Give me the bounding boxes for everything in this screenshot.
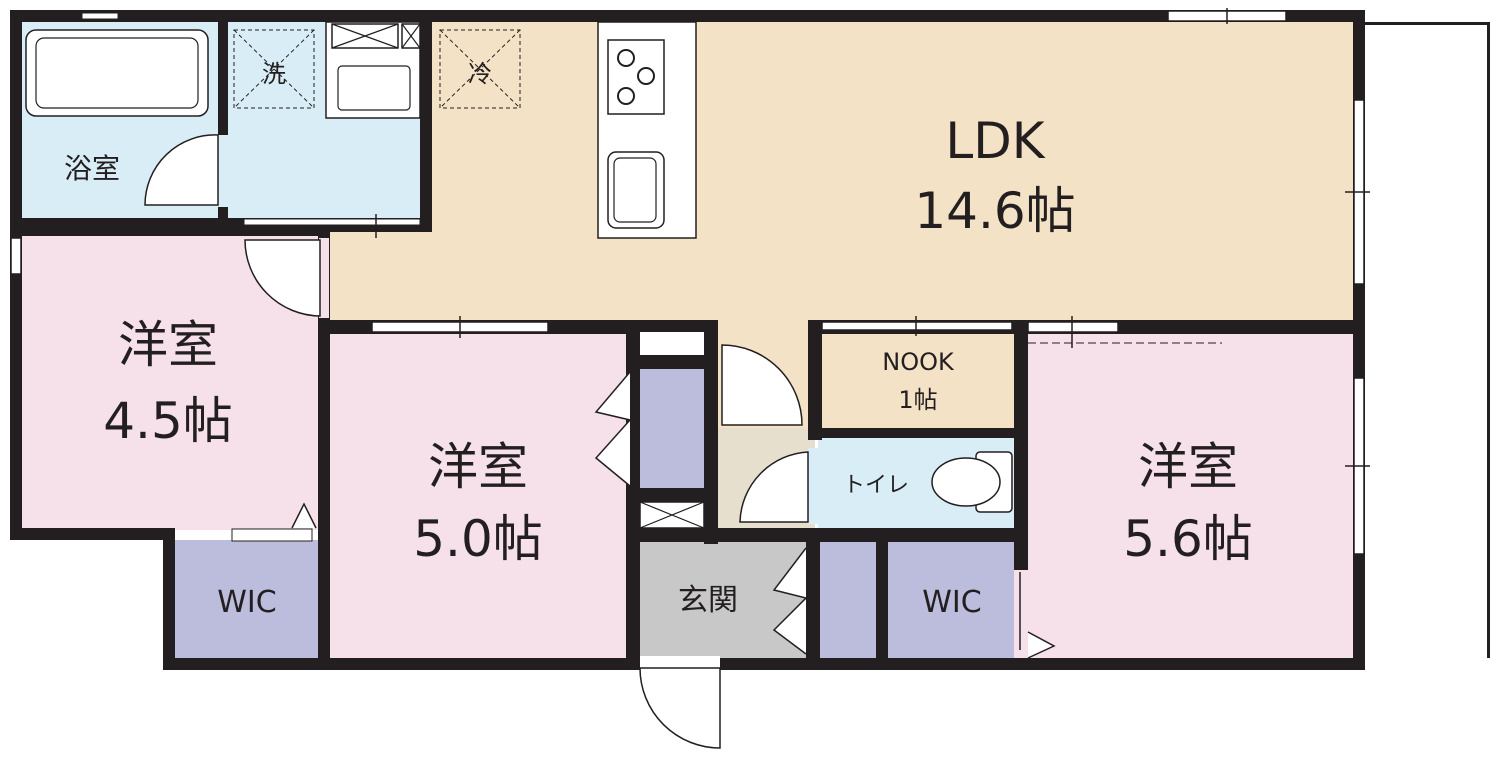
opening-wic-left: [231, 528, 313, 542]
room-c-name: 洋室: [1138, 438, 1238, 496]
room-a-size: 4.5帖: [103, 392, 233, 450]
bathtub-inner: [35, 37, 199, 109]
shelf-box-2-x2: [401, 23, 421, 49]
window-top-bath: [81, 12, 119, 20]
room-c-area: [1025, 332, 1357, 658]
opening-room-a-door: [319, 238, 329, 318]
room-a-name: 洋室: [118, 316, 218, 374]
wall-top: [10, 10, 1365, 22]
wall-bottom: [163, 658, 1365, 670]
door-room-c-fold: [1027, 631, 1056, 659]
kitchen-sink: [607, 151, 665, 229]
wall-bottom-left: [10, 528, 175, 540]
wall-nook-left: [808, 320, 822, 440]
balcony-edge-right: [1487, 22, 1490, 658]
burner-3: [617, 87, 635, 105]
opening-room-c-door: [1014, 570, 1028, 658]
ldk-name: LDK: [945, 112, 1045, 170]
fridge-cross-1: [439, 29, 521, 109]
fridge-label: 冷: [468, 60, 492, 88]
wic-left-area: [175, 540, 323, 658]
door-room-c-sliding: [1027, 321, 1119, 333]
washer-cross-1: [233, 29, 315, 109]
balcony-area: [1362, 22, 1490, 658]
door-wash-sliding: [243, 218, 421, 226]
window-room-a-left: [10, 237, 22, 275]
wall-genkan-closet: [806, 540, 820, 670]
balcony-edge-top: [1362, 22, 1490, 25]
nook-name: NOOK: [882, 348, 955, 376]
wall-left-upper: [10, 10, 22, 540]
nook-area: [818, 330, 1016, 430]
door-room-a-swing: [244, 239, 321, 317]
closet-genkan-area: [818, 540, 878, 658]
fridge-space: [439, 29, 521, 109]
wall-bath-divider: [218, 22, 228, 218]
toilet-bowl: [931, 457, 1001, 507]
room-b-size: 5.0帖: [413, 510, 543, 568]
door-genkan-closet-fold: [772, 547, 808, 655]
wall-closet-top: [626, 355, 716, 369]
wic-right-name: WIC: [922, 585, 981, 620]
opening-toilet-door: [808, 448, 822, 524]
genkan-name: 玄関: [678, 583, 738, 618]
wic-right-area: [888, 540, 1018, 658]
door-wic-left-fold: [291, 502, 317, 529]
fridge-cross-2: [439, 29, 521, 109]
labels: LDK 14.6帖 洋室 4.5帖 洋室 5.0帖 洋室 5.6帖 NOOK 1…: [64, 60, 1253, 620]
washer-space: [233, 29, 315, 109]
washer-label: 洗: [262, 60, 286, 88]
door-entrance-swing: [639, 667, 721, 749]
closet-b-shelf-x2: [639, 501, 705, 529]
nook-size: 1帖: [898, 386, 937, 414]
room-fills: [20, 20, 1490, 658]
room-b-name: 洋室: [428, 438, 528, 496]
ldk-size: 14.6帖: [914, 182, 1075, 240]
door-closet-b-fold: [594, 371, 632, 487]
wall-left-lower: [163, 530, 175, 670]
washer-cross-2: [233, 29, 315, 109]
wall-room-a-top: [10, 228, 330, 236]
closet-b-area: [636, 368, 708, 490]
washbasin: [337, 65, 411, 111]
wall-room-a-right: [318, 230, 330, 670]
room-b-area: [330, 332, 628, 658]
opening-corridor-door: [718, 428, 808, 438]
door-nook-sliding: [821, 321, 1013, 331]
bath-name: 浴室: [64, 152, 120, 185]
burner-1: [617, 49, 635, 67]
openings: [10, 8, 1370, 672]
kitchen-sink-bowl: [613, 157, 657, 223]
opening-bath-door: [218, 135, 228, 207]
burner-2: [637, 67, 655, 85]
toilet-name: トイレ: [843, 473, 909, 498]
closet-b-shelf-top: [640, 332, 704, 354]
shelf-box-1-x2: [331, 23, 399, 49]
wall-wash-right: [420, 22, 432, 232]
wic-left-name: WIC: [217, 585, 276, 620]
door-corridor-swing: [721, 344, 803, 426]
wall-closet-bottom: [626, 488, 716, 502]
door-bath-swing: [144, 134, 219, 206]
genkan-area: [638, 540, 808, 658]
fixtures: [25, 21, 1013, 529]
wall-nook-bottom: [808, 428, 1028, 438]
door-toilet-swing: [739, 451, 809, 523]
ldk-area: [325, 20, 1357, 328]
wall-closet-right: [704, 320, 718, 544]
door-swings: [144, 134, 1056, 749]
wall-toilet-bottom: [626, 528, 1028, 542]
room-c-size: 5.6帖: [1123, 510, 1253, 568]
stove: [607, 39, 665, 115]
bathtub: [25, 29, 209, 117]
wall-wic-divider: [876, 540, 888, 670]
